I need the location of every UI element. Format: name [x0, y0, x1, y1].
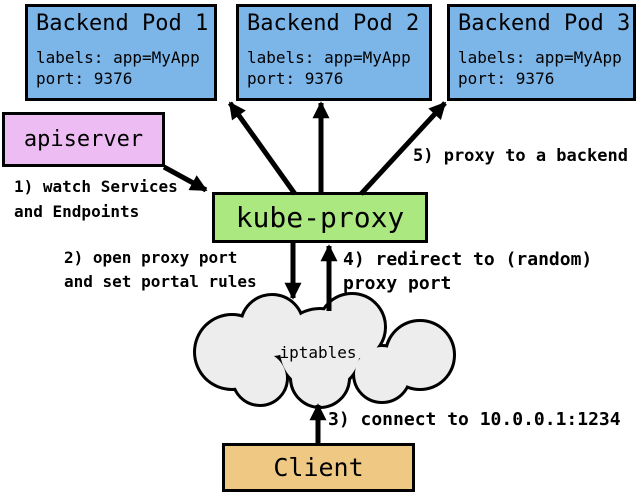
backend-pod-3-box: Backend Pod 3 labels: app=MyApp port: 93… [447, 4, 636, 101]
annotation-step2-line1: 2) open proxy port [64, 248, 238, 267]
annotation-step1-line2: and Endpoints [14, 202, 140, 221]
apiserver-box: apiserver [2, 112, 165, 167]
apiserver-label: apiserver [23, 127, 144, 152]
iptables-label: iptables [279, 343, 356, 362]
backend-pod-1-box: Backend Pod 1 labels: app=MyApp port: 93… [25, 4, 217, 101]
backend-pod-1-port: port: 9376 [36, 69, 133, 88]
kube-proxy-label: kube-proxy [235, 201, 405, 234]
backend-pod-3-labels: labels: app=MyApp [458, 48, 622, 67]
iptables-cloud: iptables [193, 292, 456, 409]
annotation-step3: 3) connect to 10.0.0.1:1234 [328, 409, 621, 430]
kube-proxy-box: kube-proxy [212, 192, 428, 243]
backend-pod-2-port: port: 9376 [247, 69, 344, 88]
backend-pod-3-title: Backend Pod 3 [458, 11, 631, 36]
arrow-kubeproxy-to-pod1 [227, 101, 298, 196]
client-label: Client [273, 453, 364, 482]
backend-pod-3-port: port: 9376 [458, 69, 555, 88]
annotation-step2-line2: and set portal rules [64, 272, 257, 291]
annotation-step5: 5) proxy to a backend [413, 146, 628, 166]
backend-pod-2-title: Backend Pod 2 [247, 11, 420, 36]
annotation-step1-line1: 1) watch Services [14, 177, 178, 196]
client-box: Client [222, 443, 415, 492]
annotation-step1: 1) watch Services and Endpoints [14, 174, 178, 224]
annotation-step4: 4) redirect to (random) proxy port [343, 248, 592, 296]
annotation-step4-line1: 4) redirect to (random) [343, 249, 593, 270]
annotation-step2: 2) open proxy port and set portal rules [64, 246, 257, 294]
backend-pod-2-labels: labels: app=MyApp [247, 48, 411, 67]
backend-pod-1-title: Backend Pod 1 [36, 11, 209, 36]
annotation-step4-line2: proxy port [343, 273, 452, 294]
backend-pod-2-box: Backend Pod 2 labels: app=MyApp port: 93… [236, 4, 432, 101]
backend-pod-1-labels: labels: app=MyApp [36, 48, 200, 67]
